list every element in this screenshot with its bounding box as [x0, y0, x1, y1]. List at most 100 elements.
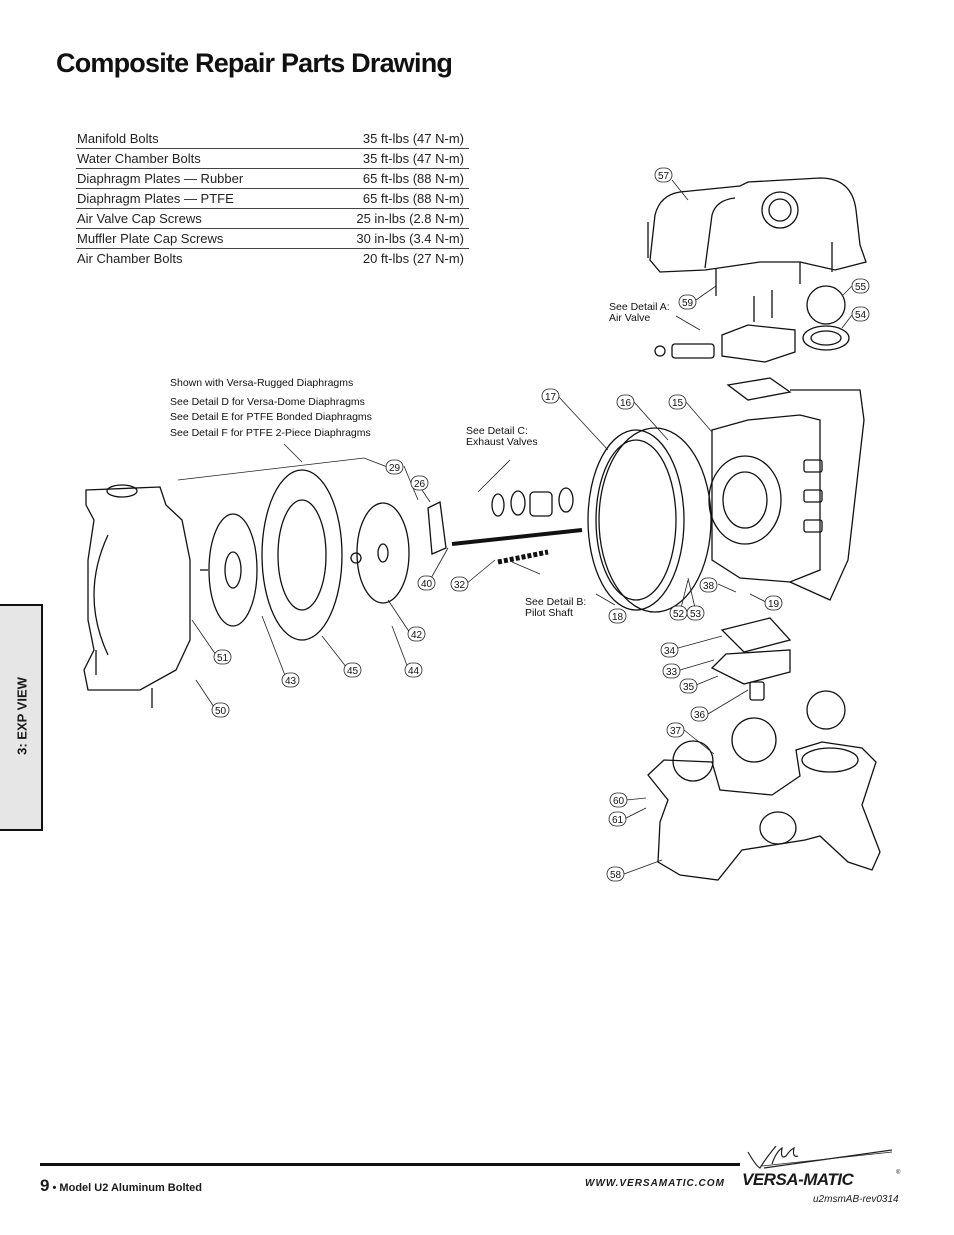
left-water-chamber	[83, 486, 191, 691]
svg-text:15: 15	[672, 398, 684, 409]
svg-text:35: 35	[683, 682, 695, 693]
plate-spacer	[350, 552, 362, 564]
right-water-chamber	[789, 389, 865, 601]
exhaust-seal	[558, 487, 574, 513]
check-ball-right	[806, 690, 846, 730]
svg-text:50: 50	[215, 706, 227, 717]
svg-text:19: 19	[768, 599, 780, 610]
center-rib	[803, 519, 823, 533]
svg-text:26: 26	[414, 479, 426, 490]
drawing-notes: Shown with Versa-Rugged Diaphragms See D…	[170, 301, 670, 619]
note-detail-c-2: Exhaust Valves	[466, 436, 538, 448]
spec-part: Water Chamber Bolts	[76, 148, 311, 169]
callout-40: 40	[417, 575, 436, 591]
svg-text:43: 43	[285, 676, 297, 687]
callout-55: 55	[851, 278, 870, 294]
callout-59: 59	[678, 294, 697, 310]
svg-text:33: 33	[666, 667, 678, 678]
svg-text:53: 53	[690, 609, 702, 620]
note-diaphragms-4: See Detail F for PTFE 2-Piece Diaphragms	[170, 427, 371, 439]
callout-53: 53	[686, 605, 705, 621]
callout-58: 58	[606, 866, 625, 882]
footer-rule	[40, 1163, 740, 1166]
callout-33: 33	[662, 663, 681, 679]
pilot-shaft	[497, 549, 549, 565]
note-diaphragms-2: See Detail D for Versa-Dome Diaphragms	[170, 396, 365, 408]
callout-60: 60	[609, 792, 628, 808]
callout-51: 51	[213, 649, 232, 665]
revision-code: u2msmAB-rev0314	[813, 1194, 899, 1205]
callout-38: 38	[699, 577, 718, 593]
center-section-bore-inner	[722, 471, 768, 529]
callout-57: 57	[654, 167, 673, 183]
spec-part: Muffler Plate Cap Screws	[76, 228, 311, 249]
spec-part: Manifold Bolts	[76, 129, 311, 149]
diaphragm	[261, 469, 343, 641]
callout-44: 44	[404, 662, 423, 678]
main-shaft	[451, 528, 583, 546]
pump-illustration	[83, 177, 881, 881]
callout-19: 19	[764, 595, 783, 611]
svg-text:45: 45	[347, 666, 359, 677]
spec-value: 35 ft-lbs (47 N-m)	[310, 129, 469, 149]
spec-part: Air Chamber Bolts	[77, 251, 183, 266]
diaphragm-dome	[277, 499, 327, 611]
callout-18: 18	[608, 608, 627, 624]
callout-35: 35	[679, 678, 698, 694]
callout-43: 43	[281, 672, 300, 688]
callout-61: 61	[608, 811, 627, 827]
center-section	[711, 414, 821, 583]
air-valve-plug	[654, 345, 666, 357]
note-diaphragms-3: See Detail E for PTFE Bonded Diaphragms	[170, 411, 372, 423]
outer-diaphragm-plate	[208, 513, 258, 627]
pilot-valve-housing	[710, 649, 791, 685]
manifold-port-inner	[768, 198, 792, 222]
center-gasket	[598, 427, 712, 613]
callout-17: 17	[541, 388, 560, 404]
spec-value: 35 ft-lbs (47 N-m)	[310, 148, 469, 169]
svg-text:29: 29	[389, 463, 401, 474]
website-url: WWW.VERSAMATIC.COM	[585, 1178, 725, 1189]
model-name: • Model U2 Aluminum Bolted	[49, 1182, 203, 1194]
callout-52: 52	[669, 605, 688, 621]
svg-text:60: 60	[613, 796, 625, 807]
note-detail-b-2: Pilot Shaft	[525, 607, 573, 619]
svg-text:36: 36	[694, 710, 706, 721]
left-chamber-port	[106, 484, 138, 498]
callout-32: 32	[450, 576, 469, 592]
air-valve-body	[721, 324, 796, 363]
air-valve-spool	[671, 343, 715, 359]
spec-part: Diaphragm Plates — PTFE	[76, 188, 311, 209]
note-detail-b-1: See Detail B:	[525, 596, 586, 608]
callout-54: 54	[851, 306, 870, 322]
callout-45: 45	[343, 662, 362, 678]
manifold-contour	[704, 197, 736, 269]
discharge-manifold-shape	[649, 177, 867, 273]
svg-text:57: 57	[658, 171, 670, 182]
muffler-cover	[720, 617, 792, 653]
outer-plate-hub	[224, 551, 242, 589]
spec-value: 65 ft-lbs (88 N-m)	[310, 188, 469, 209]
check-ball-lower	[672, 740, 714, 782]
spec-value: 25 in-lbs (2.8 N-m)	[310, 208, 469, 229]
leader-lines	[177, 179, 853, 875]
note-detail-a-2: Air Valve	[609, 312, 650, 324]
check-seat-upper	[802, 325, 850, 351]
callout-15: 15	[668, 394, 687, 410]
spec-value: 65 ft-lbs (88 N-m)	[310, 168, 469, 189]
inlet-upper-port	[801, 747, 859, 773]
callout-42: 42	[407, 626, 426, 642]
check-seat-lower	[731, 717, 777, 763]
callout-34: 34	[660, 642, 679, 658]
vm-logo-icon	[747, 1145, 893, 1169]
exhaust-seal	[510, 490, 526, 516]
svg-text:44: 44	[408, 666, 420, 677]
spec-value: 20 ft-lbs (27 N-m)	[362, 251, 464, 266]
center-rib	[803, 489, 823, 503]
